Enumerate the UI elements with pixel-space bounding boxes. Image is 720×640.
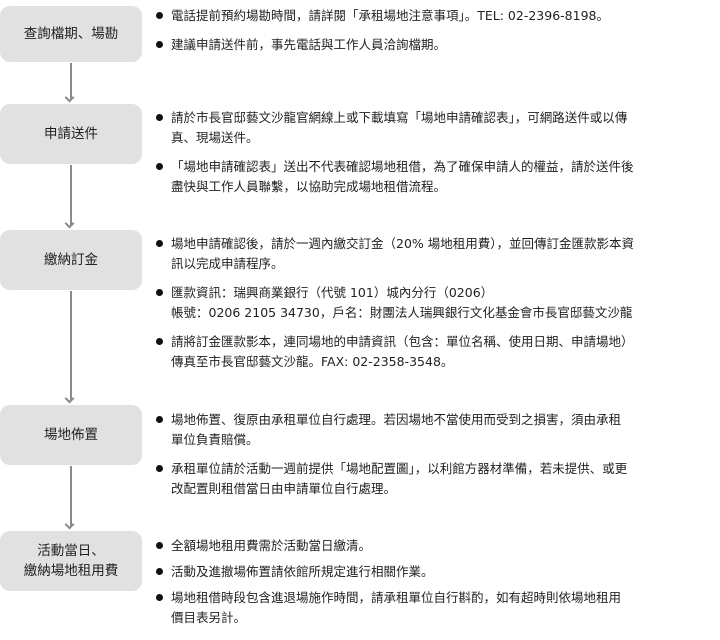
step-notes-event-day: 全額場地租用費需於活動當日繳清。 活動及進撤場佈置請依館所規定進行相關作業。 場…	[155, 536, 720, 628]
step-box-event-day: 活動當日、 繳納場地租用費	[0, 531, 142, 591]
list-item: 場地佈置、復原由承租單位自行處理。若因場地不當使用而受到之損害，須由承租 單位負…	[155, 410, 720, 450]
step-label: 查詢檔期、場勘	[23, 26, 119, 42]
note-text: 場地申請確認後，請於一週內繳交訂金（20% 場地租用費），並回傳訂金匯款影本資 …	[171, 236, 635, 271]
step-notes-setup: 場地佈置、復原由承租單位自行處理。若因場地不當使用而受到之損害，須由承租 單位負…	[155, 410, 720, 508]
note-text: 建議申請送件前，事先電話與工作人員洽詢檔期。	[171, 37, 447, 52]
step-label: 申請送件	[44, 126, 98, 142]
step-label: 繳納訂金	[44, 252, 98, 268]
flow-arrow-down-icon	[70, 466, 72, 527]
bullet-icon	[156, 465, 163, 472]
flow-arrow-down-icon	[70, 165, 72, 226]
bullet-icon	[156, 240, 163, 247]
step-notes-deposit: 場地申請確認後，請於一週內繳交訂金（20% 場地租用費），並回傳訂金匯款影本資 …	[155, 234, 720, 381]
list-item: 全額場地租用費需於活動當日繳清。	[155, 536, 720, 556]
bullet-icon	[156, 594, 163, 601]
list-item: 承租單位請於活動一週前提供「場地配置圖」，以利館方器材準備，若未提供、或更 改配…	[155, 459, 720, 499]
list-item: 電話提前預約場勘時間，請詳閱「承租場地注意事項」。TEL: 02-2396-81…	[155, 6, 720, 26]
list-item: 場地租借時段包含進退場施作時間，請承租單位自行斟酌，如有超時則依場地租用 價目表…	[155, 588, 720, 628]
note-text: 場地租借時段包含進退場施作時間，請承租單位自行斟酌，如有超時則依場地租用 價目表…	[171, 590, 622, 625]
bullet-icon	[156, 163, 163, 170]
bullet-icon	[156, 416, 163, 423]
bullet-icon	[156, 542, 163, 549]
note-text: 全額場地租用費需於活動當日繳清。	[171, 538, 372, 553]
bullet-icon	[156, 12, 163, 19]
note-text: 匯款資訊：瑞興商業銀行（代號 101）城內分行（0206） 帳號：0206 21…	[171, 285, 633, 320]
list-item: 「場地申請確認表」送出不代表確認場地租借，為了確保申請人的權益，請於送件後 盡快…	[155, 157, 720, 197]
note-text: 請於市長官邸藝文沙龍官網線上或下載填寫「場地申請確認表」，可網路送件或以傳 真、…	[171, 110, 628, 145]
note-text: 「場地申請確認表」送出不代表確認場地租借，為了確保申請人的權益，請於送件後 盡快…	[171, 159, 634, 194]
step-box-application: 申請送件	[0, 104, 142, 164]
list-item: 建議申請送件前，事先電話與工作人員洽詢檔期。	[155, 35, 720, 55]
step-box-deposit: 繳納訂金	[0, 230, 142, 290]
step-label: 活動當日、 繳納場地租用費	[23, 543, 119, 579]
step-label: 場地佈置	[44, 427, 98, 443]
bullet-icon	[156, 289, 163, 296]
step-box-setup: 場地佈置	[0, 405, 142, 465]
flow-arrow-down-icon	[70, 291, 72, 401]
note-text: 場地佈置、復原由承租單位自行處理。若因場地不當使用而受到之損害，須由承租 單位負…	[171, 412, 622, 447]
list-item: 請將訂金匯款影本，連同場地的申請資訊（包含：單位名稱、使用日期、申請場地） 傳真…	[155, 332, 720, 372]
note-text: 電話提前預約場勘時間，請詳閱「承租場地注意事項」。TEL: 02-2396-81…	[171, 8, 609, 23]
note-text: 活動及進撤場佈置請依館所規定進行相關作業。	[171, 564, 434, 579]
step-box-inquiry: 查詢檔期、場勘	[0, 6, 142, 62]
bullet-icon	[156, 568, 163, 575]
flow-arrow-down-icon	[70, 63, 72, 100]
list-item: 請於市長官邸藝文沙龍官網線上或下載填寫「場地申請確認表」，可網路送件或以傳 真、…	[155, 108, 720, 148]
step-notes-inquiry: 電話提前預約場勘時間，請詳閱「承租場地注意事項」。TEL: 02-2396-81…	[155, 6, 720, 64]
bullet-icon	[156, 41, 163, 48]
step-notes-application: 請於市長官邸藝文沙龍官網線上或下載填寫「場地申請確認表」，可網路送件或以傳 真、…	[155, 108, 720, 206]
note-text: 請將訂金匯款影本，連同場地的申請資訊（包含：單位名稱、使用日期、申請場地） 傳真…	[171, 334, 634, 369]
list-item: 活動及進撤場佈置請依館所規定進行相關作業。	[155, 562, 720, 582]
note-text: 承租單位請於活動一週前提供「場地配置圖」，以利館方器材準備，若未提供、或更 改配…	[171, 461, 628, 496]
list-item: 場地申請確認後，請於一週內繳交訂金（20% 場地租用費），並回傳訂金匯款影本資 …	[155, 234, 720, 274]
list-item: 匯款資訊：瑞興商業銀行（代號 101）城內分行（0206） 帳號：0206 21…	[155, 283, 720, 323]
bullet-icon	[156, 338, 163, 345]
bullet-icon	[156, 114, 163, 121]
